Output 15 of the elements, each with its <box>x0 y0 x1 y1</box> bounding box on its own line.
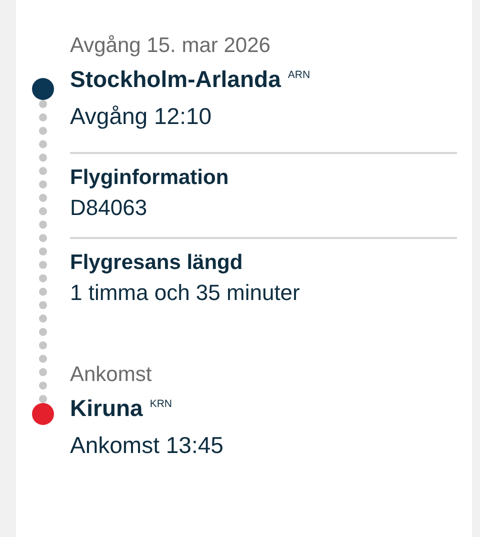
flight-number: D84063 <box>70 195 148 222</box>
airport-name: Kiruna <box>70 395 143 421</box>
airport-name: Stockholm-Arlanda <box>70 66 281 92</box>
arrival-dot <box>32 403 54 425</box>
departure-date: Avgång 15. mar 2026 <box>70 33 270 58</box>
duration-text: 1 timma och 35 minuter <box>70 280 300 306</box>
departure-dot <box>32 78 54 100</box>
section-heading: Flygresans längd <box>70 250 243 276</box>
airport-code: ARN <box>288 69 310 81</box>
arrival-caption: Ankomst <box>70 362 152 388</box>
airport-code: KRN <box>150 398 172 410</box>
arrival-time: Ankomst 13:45 <box>70 432 224 460</box>
section-heading: Flyginformation <box>70 165 229 190</box>
dotted-connector <box>39 100 47 403</box>
departure-time: Avgång 12:10 <box>70 103 212 131</box>
